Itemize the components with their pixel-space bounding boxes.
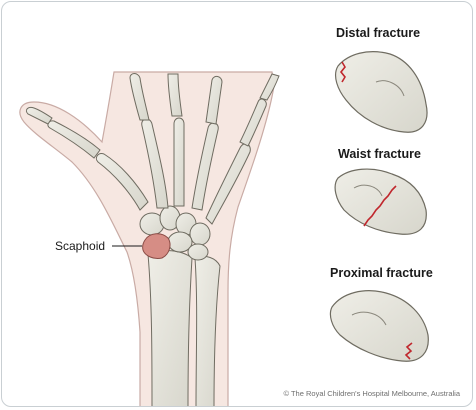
radius-bone xyxy=(147,250,193,406)
fracture-line xyxy=(363,185,397,227)
carpal-bones xyxy=(139,205,211,261)
scaphoid-bone xyxy=(142,233,171,259)
hand-illustration xyxy=(19,71,280,406)
distal-fracture-bone xyxy=(334,51,428,133)
fracture-line xyxy=(339,61,346,83)
metacarpal-bones xyxy=(141,117,251,225)
waist-fracture-bone xyxy=(334,168,427,235)
diagram-artwork xyxy=(19,51,429,406)
copyright-notice: © The Royal Children's Hospital Melbourn… xyxy=(283,389,461,398)
waist-fracture-title: Waist fracture xyxy=(338,147,421,161)
thumb-bones xyxy=(25,107,149,211)
finger-phalanges xyxy=(129,73,280,147)
proximal-fracture-title: Proximal fracture xyxy=(330,266,433,280)
ulna-bone xyxy=(194,255,221,406)
fracture-line xyxy=(404,342,413,360)
scaphoid-label: Scaphoid xyxy=(55,239,106,253)
proximal-fracture-bone xyxy=(329,290,429,362)
distal-fracture-title: Distal fracture xyxy=(336,26,421,40)
